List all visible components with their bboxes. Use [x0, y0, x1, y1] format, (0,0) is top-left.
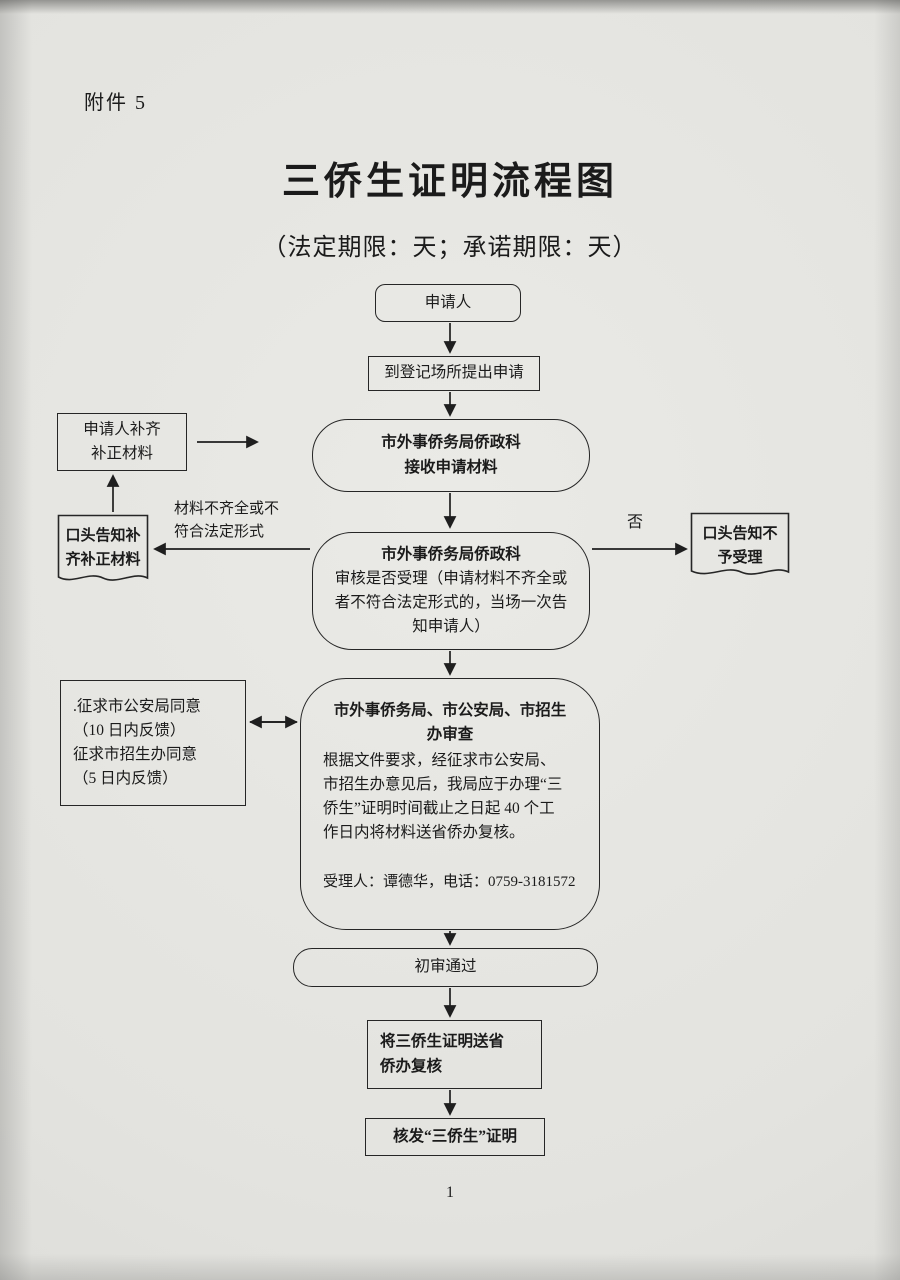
deadline-subtitle: （法定期限：天；承诺期限：天）	[262, 235, 638, 261]
page-title: 三侨生证明流程图	[281, 161, 618, 203]
page-number: 1	[446, 1184, 454, 1201]
node-initial-pass-label: 初审通过	[414, 958, 477, 976]
node-consult-bureaus-label: .征求市公安局同意 （10 日内反馈） 征求市招生办同意 （5 日内反馈）	[73, 697, 201, 788]
attachment-label: 附件 5	[84, 92, 147, 114]
node-receive-title: 市外事侨务局侨政科	[381, 434, 521, 452]
node-applicant-label: 申请人	[424, 293, 472, 311]
node-acceptance-review: 市外事侨务局侨政科 审核是否受理（申请材料不齐全或 者不符合法定形式的，当场一次…	[312, 532, 590, 650]
document-shape-icon	[690, 512, 790, 575]
node-issue-certificate: 核发“三侨生”证明	[365, 1118, 545, 1156]
edge-label-incomplete-materials: 材料不齐全或不 符合法定形式	[174, 501, 280, 540]
node-review-body: 审核是否受理（申请材料不齐全或 者不符合法定形式的，当场一次告 知申请人）	[334, 569, 568, 636]
node-issue-certificate-label: 核发“三侨生”证明	[392, 1127, 517, 1145]
node-send-provincial-label: 将三侨生证明送省 侨办复核	[380, 1033, 505, 1075]
node-oral-notice-supplement: 口头告知补 齐补正材料	[57, 514, 149, 594]
node-joint-review-title: 市外事侨务局、市公安局、市招生 办审查	[333, 702, 567, 744]
node-joint-review-contact: 受理人：谭德华，电话：0759-3181572	[323, 874, 576, 891]
node-consult-bureaus: .征求市公安局同意 （10 日内反馈） 征求市招生办同意 （5 日内反馈）	[60, 680, 246, 806]
document-shape-icon	[57, 514, 149, 581]
node-oral-notice-reject-label: 口头告知不 予受理	[702, 526, 778, 566]
node-receive-materials: 市外事侨务局侨政科 接收申请材料	[312, 419, 590, 492]
node-oral-notice-supplement-label: 口头告知补 齐补正材料	[65, 528, 141, 568]
node-applicant-supplement: 申请人补齐 补正材料	[57, 413, 187, 471]
node-send-provincial-review: 将三侨生证明送省 侨办复核	[367, 1020, 542, 1089]
node-oral-notice-reject: 口头告知不 予受理	[690, 512, 790, 588]
node-joint-review: 市外事侨务局、市公安局、市招生 办审查 根据文件要求，经征求市公安局、 市招生办…	[300, 678, 600, 930]
node-applicant: 申请人	[375, 284, 521, 322]
node-joint-review-body: 根据文件要求，经征求市公安局、 市招生办意见后，我局应于办理“三 侨生”证明时间…	[323, 752, 563, 842]
node-initial-pass: 初审通过	[293, 948, 598, 987]
node-review-title: 市外事侨务局侨政科	[381, 545, 521, 563]
node-submit-application: 到登记场所提出申请	[368, 356, 540, 391]
node-receive-body: 接收申请材料	[404, 458, 498, 476]
node-submit-label: 到登记场所提出申请	[384, 364, 524, 382]
node-applicant-supplement-label: 申请人补齐 补正材料	[83, 420, 161, 462]
edge-label-no: 否	[627, 514, 644, 531]
